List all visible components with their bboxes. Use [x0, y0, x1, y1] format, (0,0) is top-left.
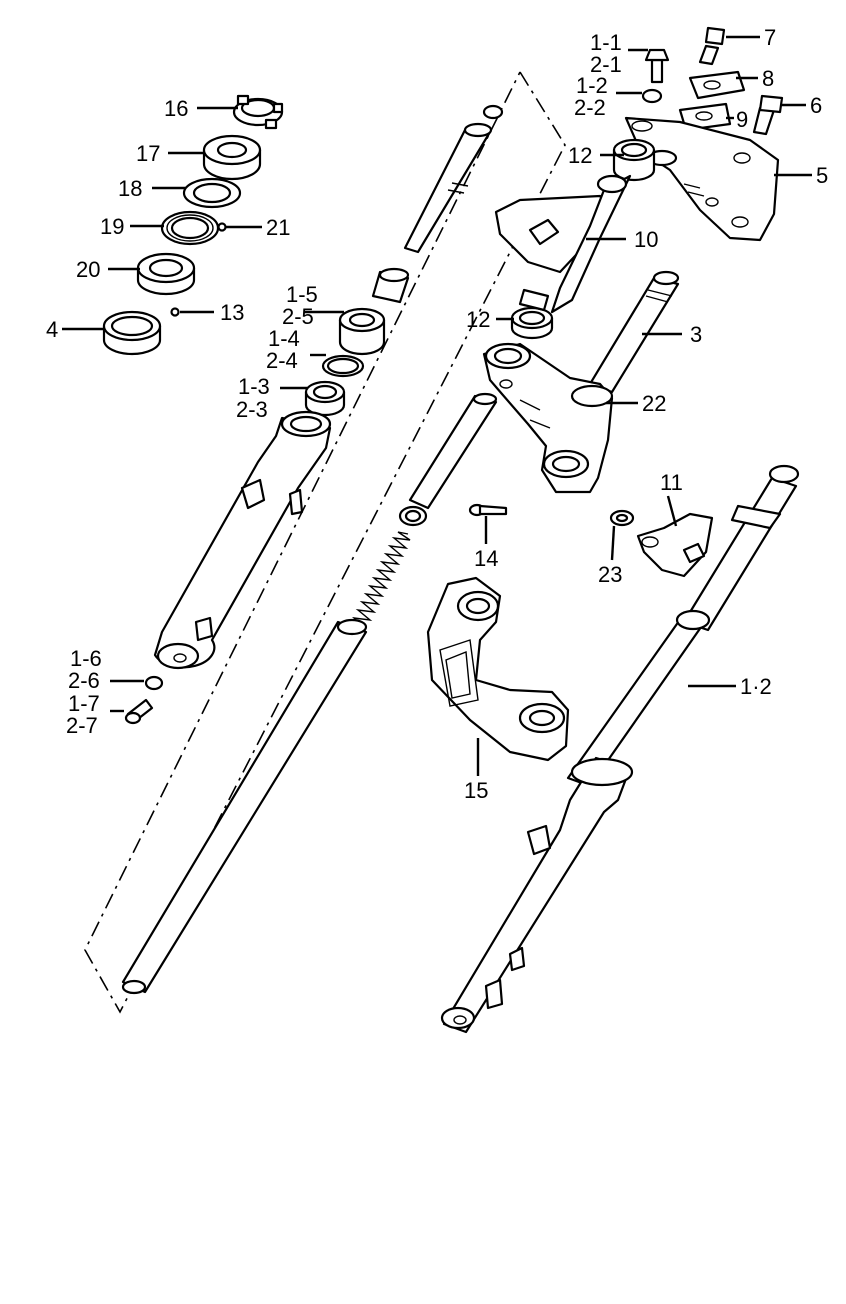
part-10-bracket-plate	[494, 174, 632, 314]
label-1-3: 1-3	[238, 374, 270, 399]
label-9: 9	[736, 107, 748, 132]
label-2-4: 2-4	[266, 348, 298, 373]
steering-bearing-stack	[102, 94, 284, 356]
label-1-4: 1-4	[268, 326, 300, 351]
label-7: 7	[764, 25, 776, 50]
part-16-stem-nut	[232, 94, 284, 130]
label-22: 22	[642, 391, 666, 416]
label-18: 18	[118, 176, 142, 201]
part-5-upper-bracket	[624, 116, 780, 242]
label-2-3: 2-3	[236, 397, 268, 422]
part-1-1-bolt	[644, 48, 670, 84]
label-4: 4	[46, 317, 58, 342]
label-21: 21	[266, 215, 290, 240]
label-14: 14	[474, 546, 498, 571]
part-17-bearing-cover	[202, 134, 262, 181]
part-6-bolt	[752, 94, 784, 136]
leader-lines	[62, 35, 812, 776]
part-15-fork-brace	[426, 576, 570, 762]
label-10: 10	[634, 227, 658, 252]
part-19-bearing	[160, 210, 220, 246]
part-13-ball	[170, 307, 180, 317]
damper-rod-top	[371, 267, 410, 304]
label-3: 3	[690, 322, 702, 347]
part-21-ball	[217, 222, 227, 232]
top-bridge-assembly	[482, 26, 784, 494]
callout-labels: 16 17 18 19 21 20 4 13 1-1 2-1 1-2 2-2 7…	[46, 25, 828, 803]
part-3-steering-stem	[588, 270, 680, 394]
part-8-handlebar-holder-upper	[688, 70, 746, 100]
label-2-7: 2-7	[66, 713, 98, 738]
label-19: 19	[100, 214, 124, 239]
part-12-upper-bushing	[612, 138, 656, 182]
fork-internals	[121, 104, 504, 995]
label-23: 23	[598, 562, 622, 587]
label-2-6: 2-6	[68, 668, 100, 693]
part-1-3-oil-seal	[304, 380, 346, 417]
left-fork-leg	[124, 307, 386, 725]
part-1-4-circlip	[321, 354, 365, 378]
part-23-washer	[609, 509, 635, 527]
exploded-view-boundary	[84, 71, 566, 1014]
label-17: 17	[136, 141, 160, 166]
fork-inner-tube-mid	[408, 392, 498, 510]
label-8: 8	[762, 66, 774, 91]
part-1-5-seal-holder	[338, 307, 386, 356]
part-1-6-washer	[144, 675, 164, 691]
part-12-lower-bushing	[510, 288, 554, 340]
label-1-5: 1-5	[286, 282, 318, 307]
part-20-lower-race	[136, 252, 196, 296]
label-2-2: 2-2	[574, 95, 606, 120]
label-1-6: 1-6	[70, 646, 102, 671]
outer-leg-body	[153, 410, 332, 670]
label-6: 6	[810, 93, 822, 118]
spacer-ring	[398, 505, 428, 527]
part-14-bolt	[468, 503, 508, 517]
label-20: 20	[76, 257, 100, 282]
label-12-upper: 12	[568, 143, 592, 168]
fork-spring	[347, 531, 411, 629]
label-2-1: 2-1	[590, 52, 622, 77]
part-1-2-right-fork-assembly	[440, 464, 800, 1034]
label-2-5: 2-5	[282, 304, 314, 329]
part-4-dust-seal	[102, 310, 162, 356]
label-12-lower: 12	[466, 307, 490, 332]
fork-inner-tube-long	[121, 618, 368, 995]
part-18-upper-race	[182, 177, 242, 209]
label-1-1: 1-1	[590, 30, 622, 55]
part-1-2-washer	[641, 88, 663, 104]
label-1-7: 1-7	[68, 691, 100, 716]
label-15: 15	[464, 778, 488, 803]
part-22-lower-bracket	[482, 342, 614, 494]
label-11: 11	[660, 470, 683, 495]
label-5: 5	[816, 163, 828, 188]
part-11-bracket	[636, 512, 714, 578]
label-1-2-fork: 1·2	[740, 674, 772, 699]
part-7-bolt	[698, 26, 726, 66]
part-9-handlebar-holder-lower	[678, 102, 732, 132]
label-16: 16	[164, 96, 188, 121]
label-13: 13	[220, 300, 244, 325]
label-1-2: 1-2	[576, 73, 608, 98]
fork-inner-tube-top	[403, 104, 504, 254]
part-1-7-drain-bolt	[124, 698, 154, 725]
